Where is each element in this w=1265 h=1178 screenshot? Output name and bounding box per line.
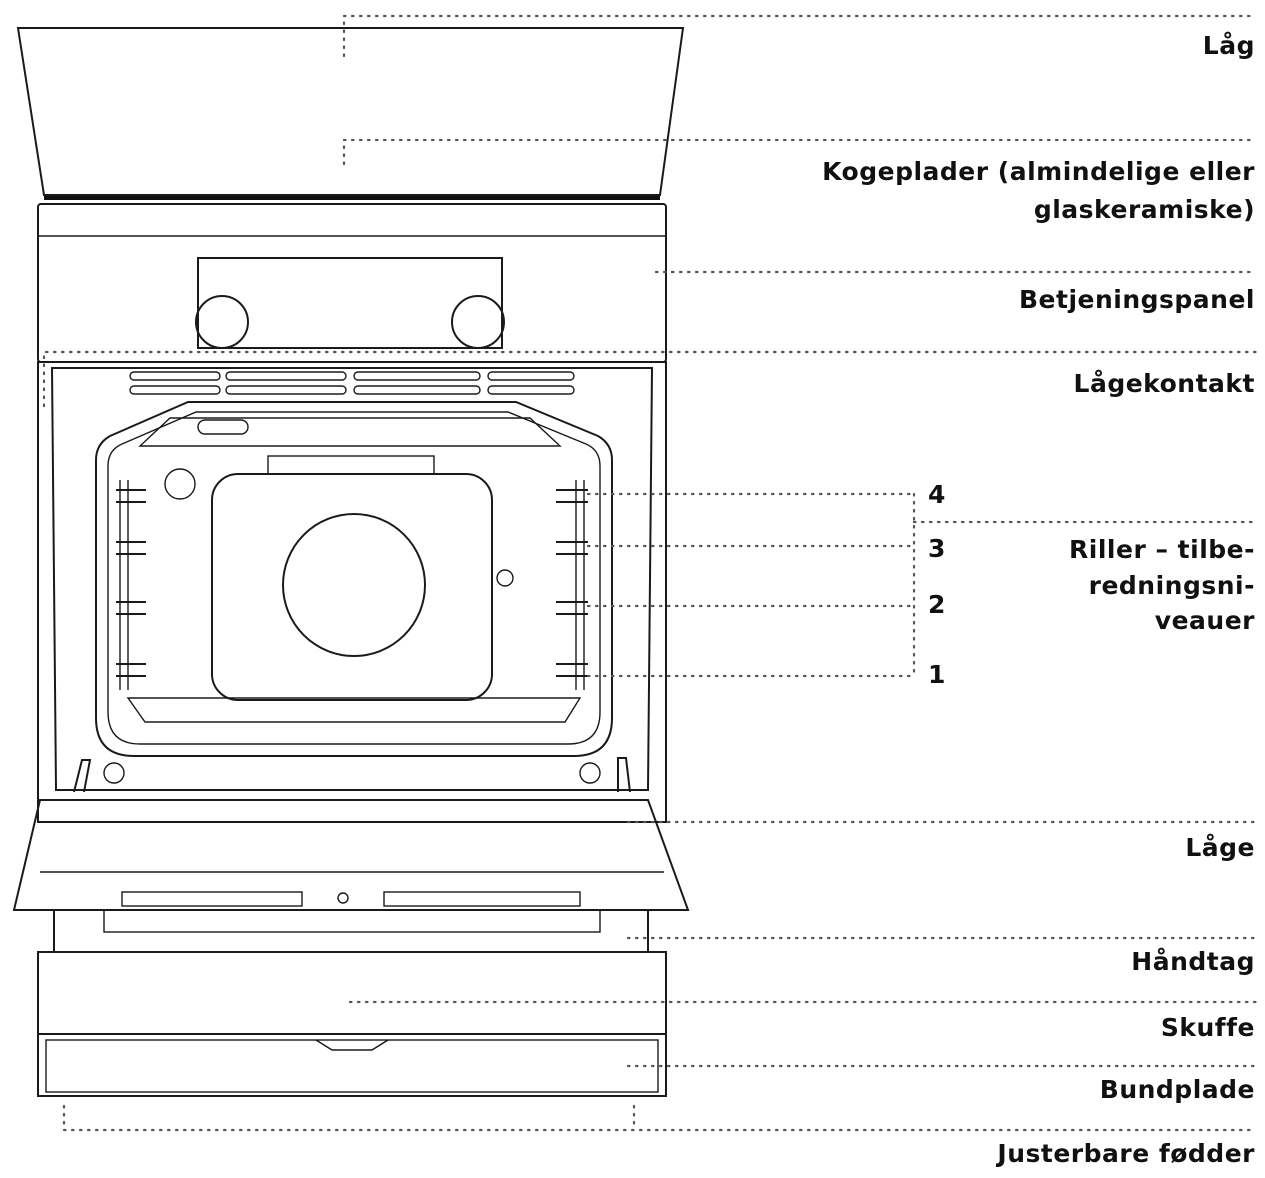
shelf-level-1: 1 [928, 660, 946, 689]
label-feet: Justerbare fødder [997, 1139, 1255, 1168]
label-handle: Håndtag [1131, 947, 1255, 976]
top-vents [129, 371, 575, 395]
label-shelves-line3: veauer [1154, 606, 1255, 635]
oven-body [37, 361, 667, 823]
shelf-level-3: 3 [928, 534, 946, 563]
knob-left [195, 295, 249, 349]
control-panel-shape [37, 203, 667, 363]
shelf-level-4: 4 [928, 480, 946, 509]
label-door-switch: Lågekontakt [1073, 369, 1255, 398]
handle-shape [53, 909, 649, 953]
shelf-level-2: 2 [928, 590, 946, 619]
label-hob-line2: glaskeramiske) [1033, 195, 1255, 224]
label-shelves-line1: Riller – tilbe- [1069, 535, 1255, 564]
back-plate [211, 473, 493, 701]
lamp [164, 468, 196, 500]
display-panel [197, 257, 503, 349]
base-plate-shape [37, 1033, 667, 1097]
label-hob-line1: Kogeplader (almindelige eller [822, 157, 1255, 186]
fan-cover [282, 513, 426, 657]
leader-lines [42, 14, 1258, 1132]
label-drawer: Skuffe [1160, 1013, 1255, 1042]
shelf-supports-right [556, 480, 588, 690]
label-door: Låge [1185, 833, 1255, 862]
label-lid: Låg [1202, 31, 1255, 60]
knob-right [451, 295, 505, 349]
label-shelves-line2: redningsni- [1088, 571, 1255, 600]
shelf-supports-left [116, 480, 146, 690]
label-control-panel: Betjeningspanel [1018, 285, 1255, 314]
oven-cavity [95, 401, 613, 757]
lid-shape [16, 27, 685, 196]
label-base-plate: Bundplade [1099, 1075, 1255, 1104]
door-shape [12, 799, 690, 911]
drawer-shape [37, 951, 667, 1035]
